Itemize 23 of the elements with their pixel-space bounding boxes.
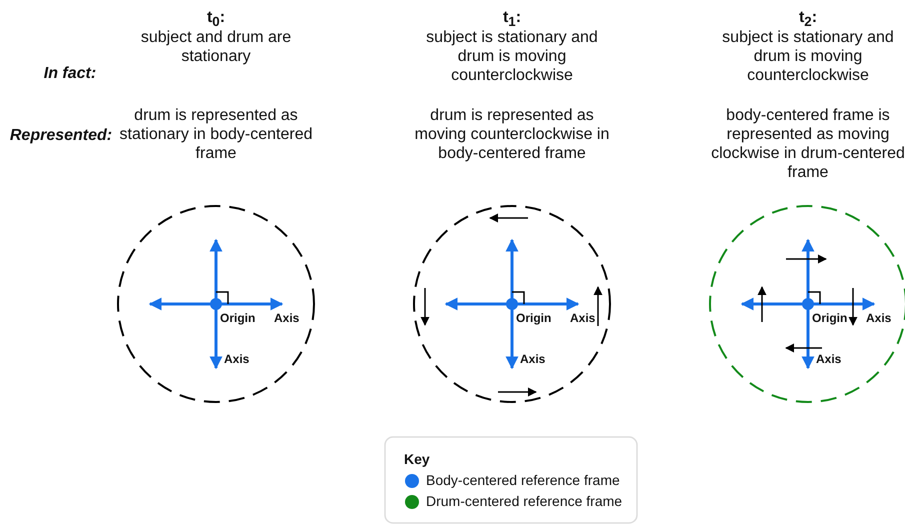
axis-label: Axis	[224, 352, 250, 366]
axis-label: Axis	[816, 352, 842, 366]
legend-text: Drum-centered reference frame	[426, 493, 622, 510]
origin-label: Origin	[220, 311, 256, 325]
axis-label: Axis	[274, 311, 300, 325]
description-text: subject is stationary and drum is moving counterclockwise	[721, 28, 895, 85]
time-label: t$_{2}$:	[798, 8, 818, 30]
time-label: t$_{1}$:	[502, 8, 522, 30]
description-text: drum is represented as moving counterclockwise in body-centered frame	[414, 106, 610, 163]
description-text: subject and drum are stationary	[140, 28, 292, 66]
axis-label: Axis	[520, 352, 546, 366]
key-title: Key	[404, 451, 430, 467]
legend-text: Body-centered reference frame	[426, 472, 620, 489]
origin-label: Origin	[516, 311, 552, 325]
axis-label: Axis	[570, 311, 596, 325]
description-text: drum is represented as stationary in body-centered frame	[118, 106, 314, 163]
axis-label: Axis	[866, 311, 892, 325]
description-text: subject is stationary and drum is moving counterclockwise	[425, 28, 599, 85]
time-label: t$_{0}$:	[206, 8, 226, 30]
description-text: body-centered frame is represented as moving clockwise in drum-centered frame	[710, 106, 905, 182]
row-heading: Represented:	[8, 126, 114, 145]
row-heading: In fact:	[42, 64, 98, 83]
origin-label: Origin	[812, 311, 848, 325]
